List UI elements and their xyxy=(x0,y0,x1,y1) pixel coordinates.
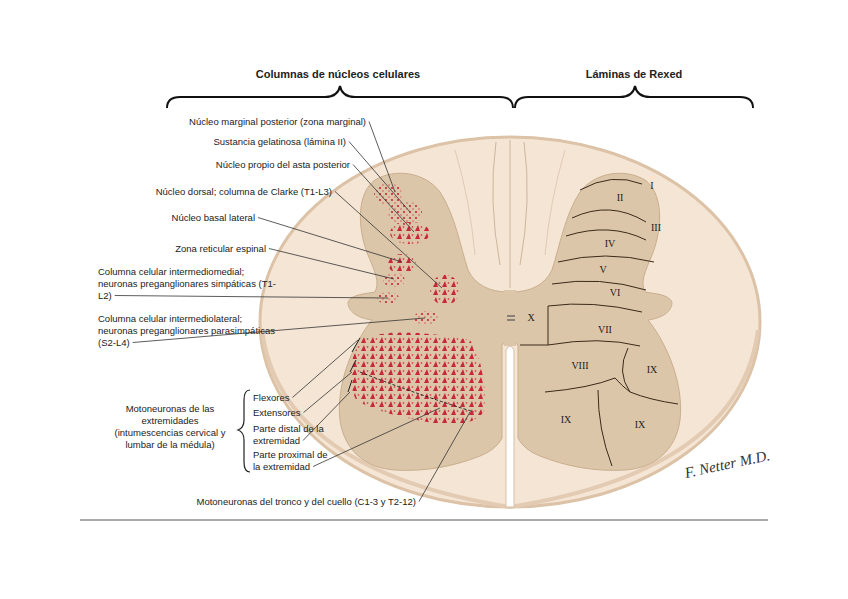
lamina-number: X xyxy=(527,313,534,323)
lamina-number: IX xyxy=(635,420,646,430)
leader-line xyxy=(349,142,410,213)
structure-label: Motoneuronas del tronco y del cuello (C1… xyxy=(197,496,417,508)
leader-line xyxy=(335,192,442,289)
lamina-number: VI xyxy=(610,288,621,298)
structure-label: Zona reticular espinal xyxy=(175,243,266,255)
structure-label: Columna celular intermediomedial; neuron… xyxy=(98,266,283,302)
structure-label: Parte distal de la extremidad xyxy=(253,423,337,447)
leader-line xyxy=(369,122,395,193)
structure-label: Flexores xyxy=(253,392,289,404)
leader-line xyxy=(353,165,414,233)
structure-label: Núcleo propio del asta posterior xyxy=(216,159,350,171)
leader-line xyxy=(419,412,470,502)
leader-line xyxy=(115,296,388,299)
lamina-number: IX xyxy=(647,365,658,375)
lamina-number: VII xyxy=(598,325,612,335)
leader-line xyxy=(269,249,394,280)
lamina-number: III xyxy=(651,223,661,233)
structure-label: Columna celular intermediolateral; neuro… xyxy=(98,313,283,349)
structure-label: Sustancia gelatinosa (lámina II) xyxy=(213,136,346,148)
leader-line xyxy=(292,340,358,398)
lamina-number: II xyxy=(617,193,624,203)
structure-label: Núcleo basal lateral xyxy=(172,212,255,224)
lamina-number: V xyxy=(599,265,606,275)
leader-line xyxy=(258,218,402,263)
lamina-number: IV xyxy=(605,239,616,249)
lamina-number: IX xyxy=(561,415,572,425)
structure-label: Núcleo marginal posterior (zona marginal… xyxy=(189,116,366,128)
structure-label: Motoneuronas de las extremidades (intume… xyxy=(106,403,234,451)
leader-line xyxy=(304,372,352,413)
structure-label: Núcleo dorsal; columna de Clarke (T1-L3) xyxy=(156,186,332,198)
section-heading: Láminas de Rexed xyxy=(534,67,734,81)
structure-label: Parte proximal de la extremidad xyxy=(253,449,337,473)
leader-line xyxy=(313,408,440,467)
structure-label: Extensores xyxy=(253,407,301,419)
lamina-number: VIII xyxy=(571,361,588,371)
lamina-number: I xyxy=(650,181,653,191)
signature: F. Netter M.D. xyxy=(683,447,771,482)
section-heading: Columnas de núcleos celulares xyxy=(208,67,468,81)
